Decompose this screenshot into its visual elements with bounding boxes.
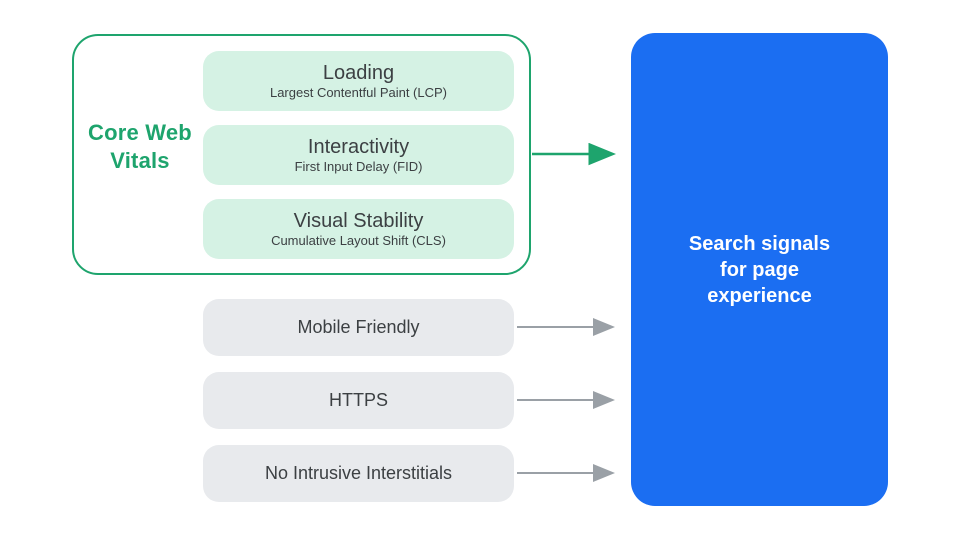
vital-subtitle-cls: Cumulative Layout Shift (CLS): [271, 232, 446, 248]
search-signals-label: Search signals for page experience: [688, 232, 831, 307]
vital-title-loading: Loading: [322, 61, 395, 84]
signal-box-no-intrusive-interstitials: No Intrusive Interstitials: [203, 445, 514, 502]
signal-label-no-intrusive-interstitials: No Intrusive Interstitials: [264, 463, 453, 483]
signal-box-mobile-friendly: Mobile Friendly: [203, 299, 514, 356]
vital-title-interactivity: Interactivity: [307, 135, 410, 158]
vital-subtitle-fid: First Input Delay (FID): [294, 158, 423, 174]
vital-box-visual-stability: Visual Stability Cumulative Layout Shift…: [203, 199, 514, 259]
signal-label-mobile-friendly: Mobile Friendly: [297, 317, 420, 337]
search-signals-box: Search signals for page experience: [631, 33, 888, 506]
signal-box-https: HTTPS: [203, 372, 514, 429]
vital-subtitle-lcp: Largest Contentful Paint (LCP): [269, 84, 448, 100]
signal-label-https: HTTPS: [328, 390, 388, 410]
vital-box-loading: Loading Largest Contentful Paint (LCP): [203, 51, 514, 111]
vital-title-visual-stability: Visual Stability: [293, 209, 424, 232]
vital-box-interactivity: Interactivity First Input Delay (FID): [203, 125, 514, 185]
core-web-vitals-label: Core Web Vitals: [88, 120, 192, 173]
